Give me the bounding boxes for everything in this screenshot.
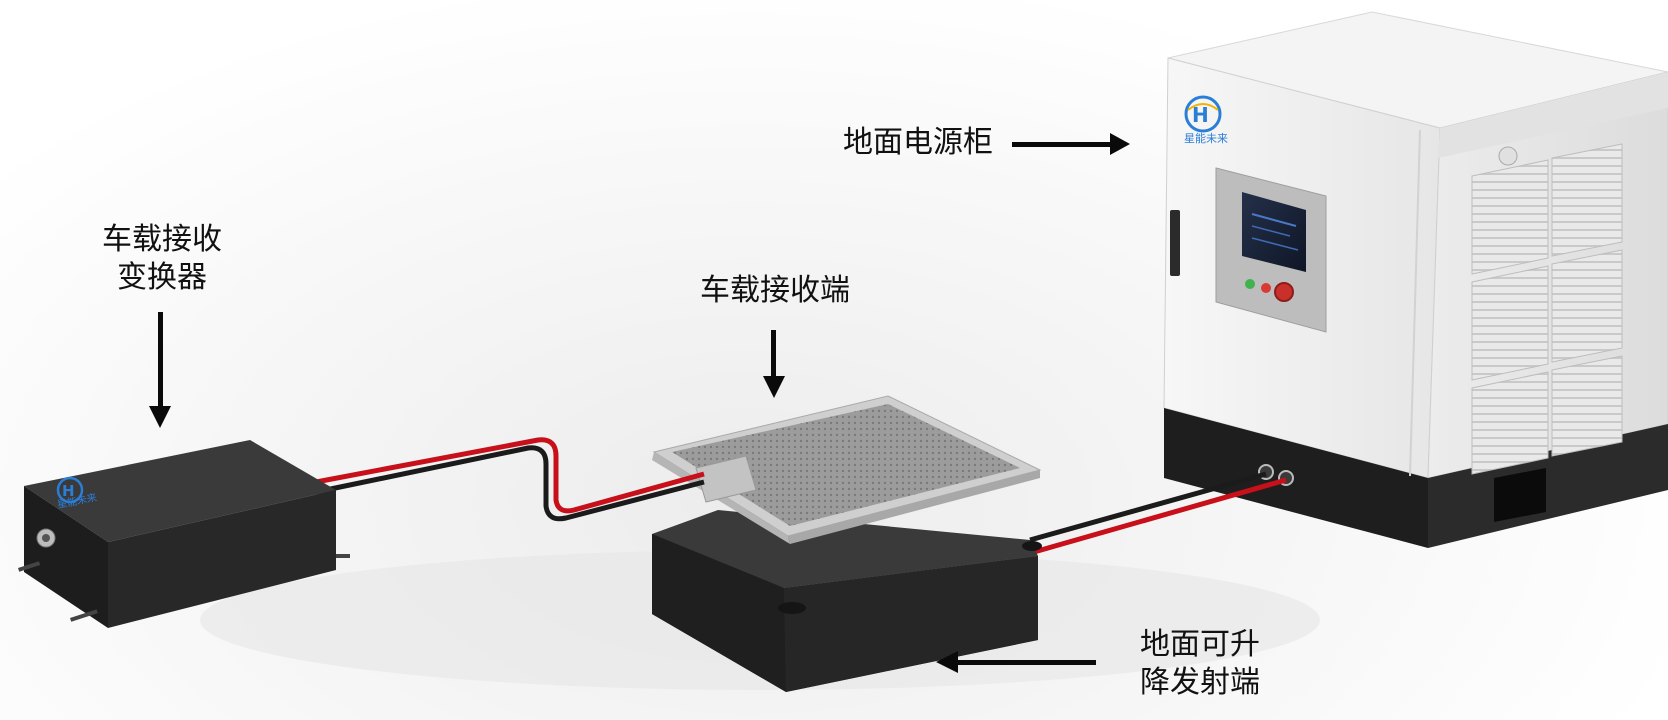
label-vehicle-converter-line1: 车载接收	[97, 221, 227, 259]
label-ground-transmitter-line1: 地面可升	[1140, 626, 1260, 664]
cable-converter-to-receiver	[316, 440, 704, 519]
arrow-to-receiver	[763, 330, 785, 398]
label-vehicle-converter-line2: 变换器	[97, 259, 227, 297]
ground-power-cabinet: H 星能未来	[1164, 12, 1668, 548]
label-vehicle-converter: 车载接收 变换器	[97, 221, 227, 297]
label-ground-power-cabinet: 地面电源柜	[843, 124, 993, 162]
arrow-to-converter	[149, 312, 171, 428]
label-ground-power-cabinet-text: 地面电源柜	[843, 124, 993, 162]
red-indicator	[1261, 283, 1271, 293]
green-indicator	[1245, 279, 1255, 289]
cabinet-logo-text: 星能未来	[1184, 131, 1228, 145]
vent-panels	[1472, 144, 1622, 474]
label-vehicle-receiver: 车载接收端	[700, 272, 850, 310]
label-ground-transmitter-line2: 降发射端	[1140, 664, 1260, 702]
label-ground-transmitter: 地面可升 降发射端	[1140, 626, 1260, 702]
emergency-stop	[1275, 283, 1293, 301]
arrow-to-cabinet	[1012, 133, 1130, 155]
label-vehicle-receiver-text: 车载接收端	[700, 272, 850, 310]
